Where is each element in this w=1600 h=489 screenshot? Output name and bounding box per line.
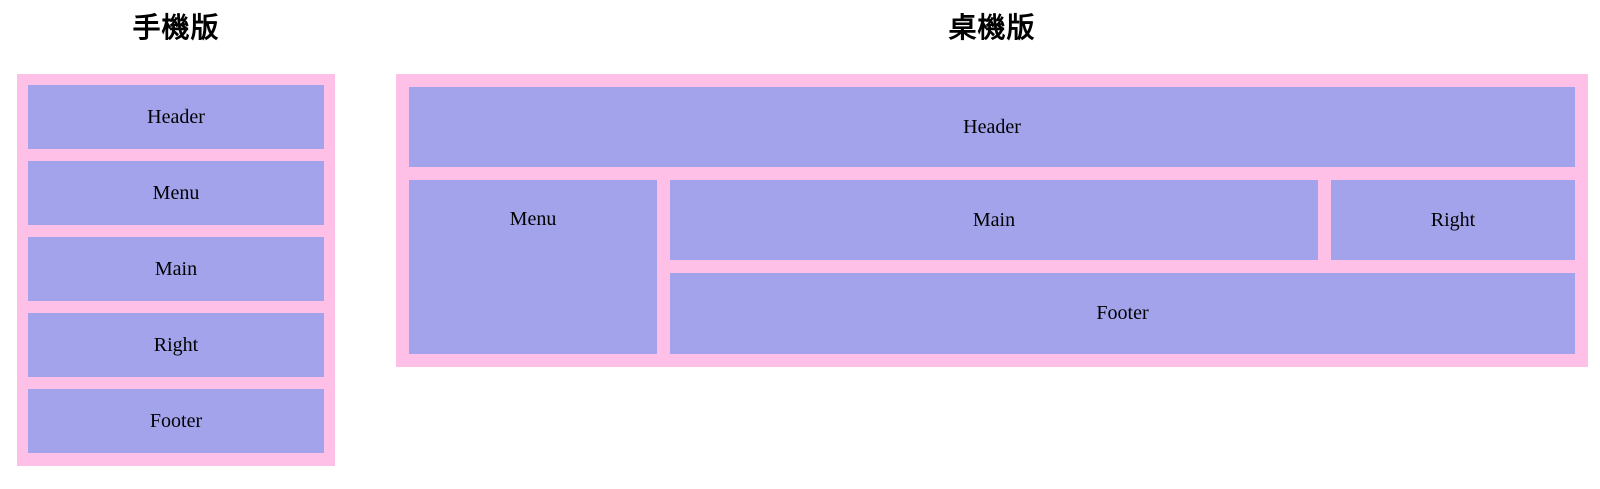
- desktop-main-box: Main: [670, 180, 1318, 260]
- desktop-layout-frame: Header Menu Main Right Footer: [396, 74, 1588, 367]
- mobile-menu-box: Menu: [28, 161, 324, 225]
- mobile-right-box: Right: [28, 313, 324, 377]
- desktop-footer-box: Footer: [670, 273, 1575, 354]
- mobile-version-title: 手機版: [132, 12, 220, 43]
- mobile-footer-box: Footer: [28, 389, 324, 453]
- mobile-main-box: Main: [28, 237, 324, 301]
- desktop-menu-box: Menu: [409, 180, 657, 354]
- desktop-version-title: 桌機版: [948, 12, 1036, 43]
- desktop-header-box: Header: [409, 87, 1575, 167]
- mobile-header-box: Header: [28, 85, 324, 149]
- desktop-right-box: Right: [1331, 180, 1575, 260]
- mobile-layout-frame: Header Menu Main Right Footer: [17, 74, 335, 466]
